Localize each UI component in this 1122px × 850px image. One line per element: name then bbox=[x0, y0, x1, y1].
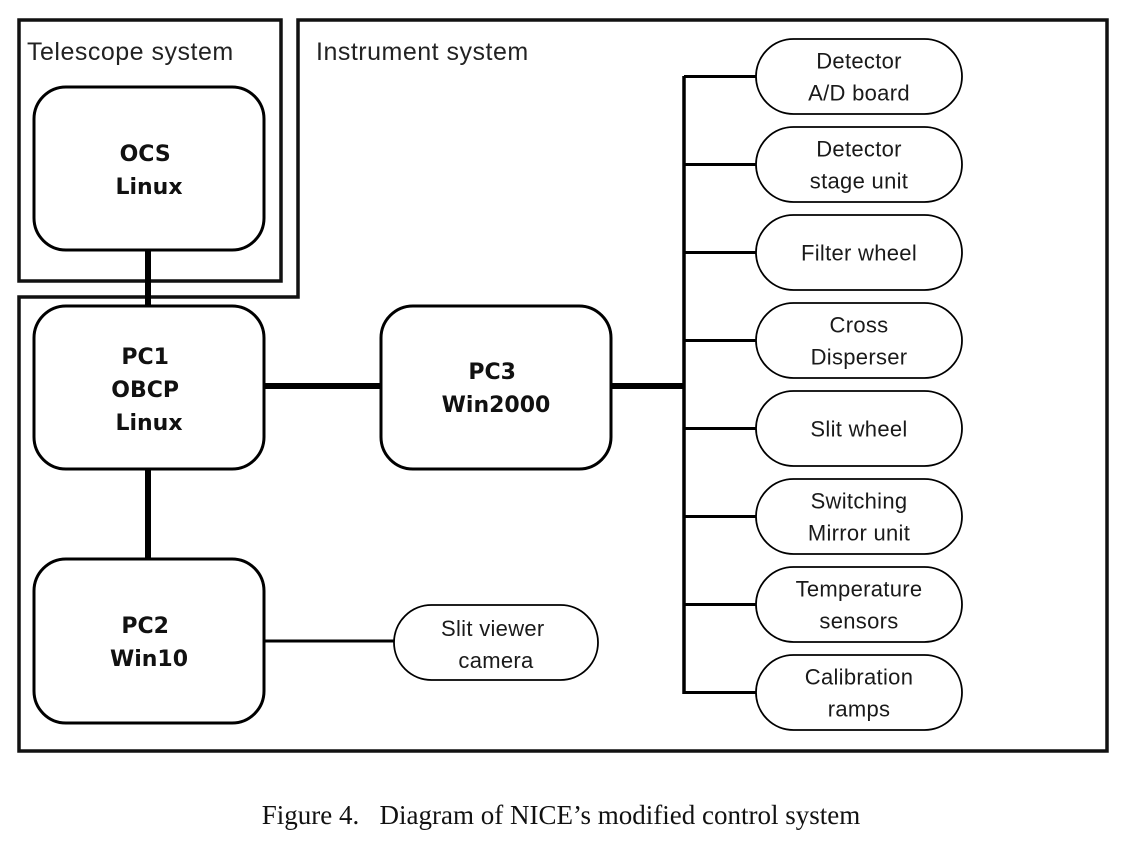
svg-text:PC3 Win2000: PC3 Win2000 bbox=[442, 360, 551, 418]
slit-viewer-camera-label-line: Slit viewer bbox=[441, 616, 545, 641]
detector-ad-board-label-line: Detector bbox=[816, 49, 902, 74]
device-slit-wheel[interactable]: Slit wheel bbox=[755, 390, 963, 467]
calibration-ramps-label-line: ramps bbox=[828, 697, 891, 722]
device-temperature-sensors[interactable]: Temperature sensors bbox=[755, 566, 963, 643]
pc2-label-line: Win10 bbox=[110, 647, 188, 672]
pc1-label-line: PC1 bbox=[121, 345, 169, 370]
node-pc3[interactable]: PC3 Win2000 bbox=[379, 304, 613, 471]
node-pc1[interactable]: PC1 OBCP Linux bbox=[32, 304, 266, 471]
svg-text:OCS Linux: OCS Linux bbox=[115, 142, 182, 200]
ocs-box[interactable] bbox=[32, 85, 266, 252]
node-pc2[interactable]: PC2 Win10 bbox=[32, 557, 266, 725]
temperature-sensors-pill[interactable] bbox=[755, 566, 963, 643]
pc2-label-line: PC2 bbox=[121, 614, 169, 639]
cross-disperser-label-line: Cross bbox=[830, 313, 889, 338]
slit-wheel-label-line: Slit wheel bbox=[810, 417, 907, 442]
figure-caption-label: Figure 4. bbox=[261, 800, 360, 830]
ocs-label-line: OCS bbox=[120, 142, 171, 167]
filter-wheel-label-line: Filter wheel bbox=[801, 241, 917, 266]
telescope-system-label: Telescope system bbox=[27, 38, 234, 66]
device-detector-stage-unit[interactable]: Detector stage unit bbox=[755, 126, 963, 203]
detector-stage-unit-pill[interactable] bbox=[755, 126, 963, 203]
pc1-label-line: Linux bbox=[115, 411, 182, 436]
slit-viewer-camera-pill[interactable] bbox=[393, 604, 599, 681]
calibration-ramps-pill[interactable] bbox=[755, 654, 963, 731]
pc3-label-line: PC3 bbox=[468, 360, 516, 385]
svg-text:Filter wheel: Filter wheel bbox=[801, 241, 917, 266]
ocs-label-line: Linux bbox=[115, 175, 182, 200]
pc1-box[interactable] bbox=[32, 304, 266, 471]
slit-wheel-pill[interactable] bbox=[755, 390, 963, 467]
pc2-box[interactable] bbox=[32, 557, 266, 725]
device-calibration-ramps[interactable]: Calibration ramps bbox=[755, 654, 963, 731]
instrument-system-frame bbox=[17, 18, 1109, 753]
temperature-sensors-label-line: Temperature bbox=[796, 577, 923, 602]
pc1-label-line: OBCP bbox=[111, 378, 179, 403]
node-ocs[interactable]: OCS Linux bbox=[32, 85, 266, 252]
instrument-system-label: Instrument system bbox=[316, 38, 529, 66]
temperature-sensors-label-line: sensors bbox=[819, 609, 898, 634]
figure-caption: Figure 4. Diagram of NICE’s modified con… bbox=[0, 800, 1122, 831]
pc3-box[interactable] bbox=[379, 304, 613, 471]
device-filter-wheel[interactable]: Filter wheel bbox=[755, 214, 963, 291]
filter-wheel-pill[interactable] bbox=[755, 214, 963, 291]
detector-stage-unit-label-line: Detector bbox=[816, 137, 902, 162]
cross-disperser-label-line: Disperser bbox=[811, 345, 908, 370]
svg-text:PC2 Win10: PC2 Win10 bbox=[110, 614, 188, 672]
slit-viewer-camera-label-line: camera bbox=[458, 648, 534, 673]
connectors bbox=[145, 75, 756, 694]
calibration-ramps-label-line: Calibration bbox=[805, 665, 913, 690]
switching-mirror-unit-label-line: Switching bbox=[811, 489, 908, 514]
device-bus-branches bbox=[684, 75, 756, 694]
svg-text:PC1 OBCP Linux: PC1 OBCP Linux bbox=[111, 345, 186, 436]
instrument-system-group: Instrument system bbox=[17, 18, 1109, 753]
detector-ad-board-pill[interactable] bbox=[755, 38, 963, 115]
switching-mirror-unit-pill[interactable] bbox=[755, 478, 963, 555]
detector-ad-board-label-line: A/D board bbox=[808, 81, 910, 106]
cross-disperser-pill[interactable] bbox=[755, 302, 963, 379]
svg-text:Slit viewer camera: Slit viewer camera bbox=[441, 616, 551, 673]
device-slit-viewer-camera[interactable]: Slit viewer camera bbox=[393, 604, 599, 681]
figure-caption-text: Diagram of NICE’s modified control syste… bbox=[379, 800, 861, 830]
detector-stage-unit-label-line: stage unit bbox=[810, 169, 908, 194]
pc3-label-line: Win2000 bbox=[442, 393, 551, 418]
switching-mirror-unit-label-line: Mirror unit bbox=[808, 521, 910, 546]
svg-text:Slit wheel: Slit wheel bbox=[810, 417, 907, 442]
